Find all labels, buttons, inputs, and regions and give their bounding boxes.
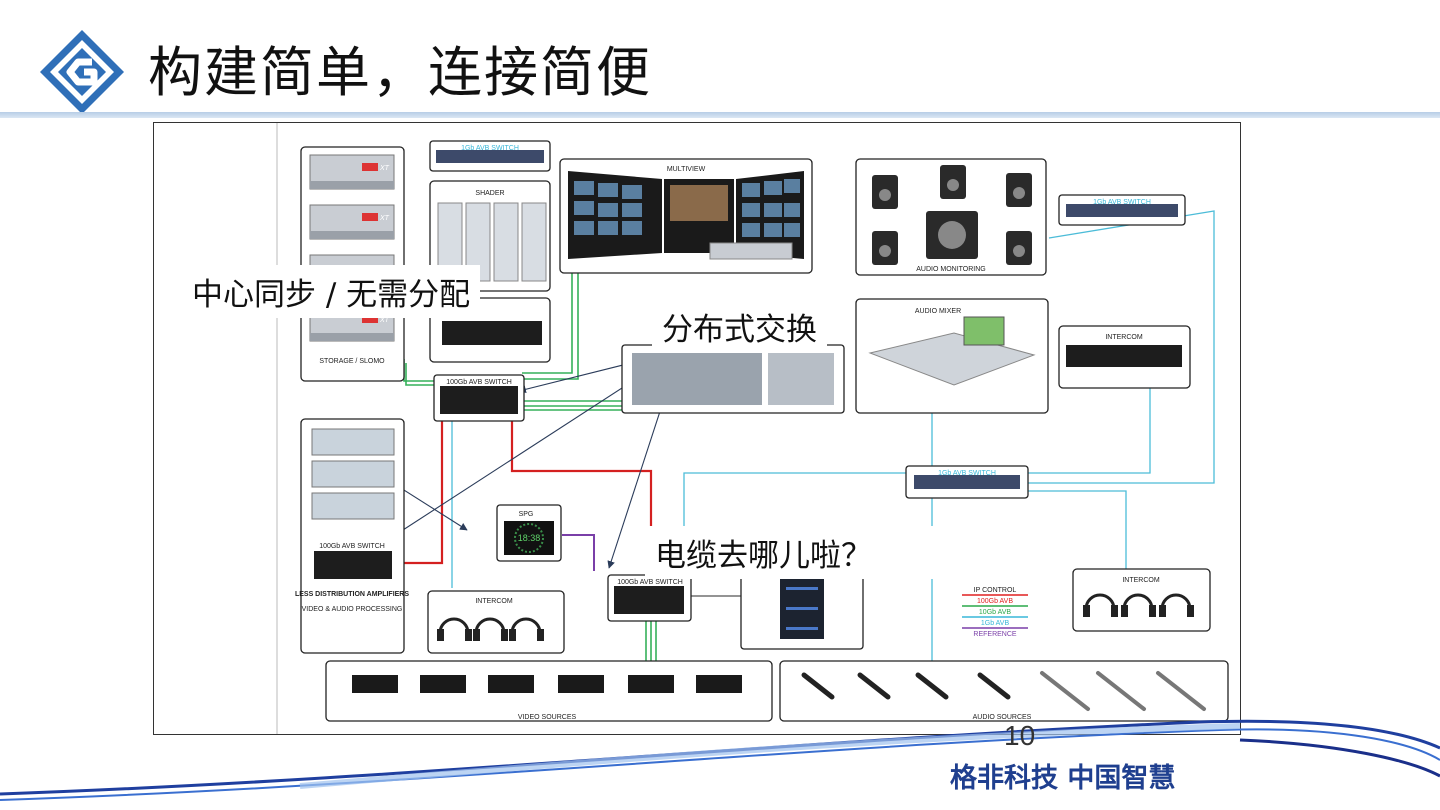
audio-mixer-label: AUDIO MIXER: [915, 308, 961, 315]
legend-item-10g: 10Gb AVB: [979, 609, 1012, 616]
xt-badge-1: XT: [379, 165, 390, 172]
page-number: 10: [1004, 720, 1036, 751]
audio-monitoring-label: AUDIO MONITORING: [916, 266, 985, 273]
xt-badge-2: XT: [379, 215, 390, 222]
switch-1g-top-label: 1Gb AVB SWITCH: [461, 145, 519, 152]
intercom-right-bottom-label: INTERCOM: [1122, 577, 1160, 584]
less-da-label: LESS DISTRIBUTION AMPLIFIERS: [295, 591, 409, 598]
slide-title: 构建简单，连接简便: [148, 41, 652, 104]
shader-label: SHADER: [475, 190, 504, 197]
switch-100g-left-label: 100Gb AVB SWITCH: [319, 543, 385, 550]
legend-item-reference: REFERENCE: [973, 631, 1017, 638]
storage-label: STORAGE / SLOMO: [319, 358, 385, 365]
multiview-label: MULTIVIEW: [667, 166, 706, 173]
switch-100g-bottom-label: 100Gb AVB SWITCH: [617, 579, 683, 586]
company-logo-icon: [40, 30, 124, 114]
footer-swoosh: [0, 719, 1440, 801]
legend-item-1g: 1Gb AVB: [981, 620, 1010, 627]
switch-1g-center-label: 1Gb AVB SWITCH: [938, 470, 996, 477]
intercom-right-top-label: INTERCOM: [1105, 334, 1143, 341]
title-divider: [0, 112, 1440, 118]
callout-switching: 分布式交换: [652, 300, 827, 353]
callout-cables: 电缆去哪儿啦？: [645, 526, 945, 579]
intercom-bottom-label: INTERCOM: [475, 598, 513, 605]
switch-1g-right-label: 1Gb AVB SWITCH: [1093, 199, 1151, 206]
audio-sources-label: AUDIO SOURCES: [973, 714, 1032, 721]
video-sources-label: VIDEO SOURCES: [518, 714, 577, 721]
legend-item-100g: 100Gb AVB: [977, 598, 1013, 605]
processing-label: VIDEO & AUDIO PROCESSING: [302, 606, 403, 613]
footer-slogan: 格非科技 中国智慧: [950, 763, 1176, 794]
xt-badge-3: XT: [379, 317, 390, 324]
legend-title: IP CONTROL: [974, 587, 1017, 594]
network-diagram: 1Gb AVB SWITCH SHADER MULTIVIEW AUDIO MO…: [153, 122, 1241, 735]
spg-label: SPG: [519, 511, 534, 518]
spg-time: 18:38: [518, 533, 541, 543]
switch-100g-center-label: 100Gb AVB SWITCH: [446, 379, 512, 386]
callout-sync: 中心同步 / 无需分配: [182, 265, 481, 318]
